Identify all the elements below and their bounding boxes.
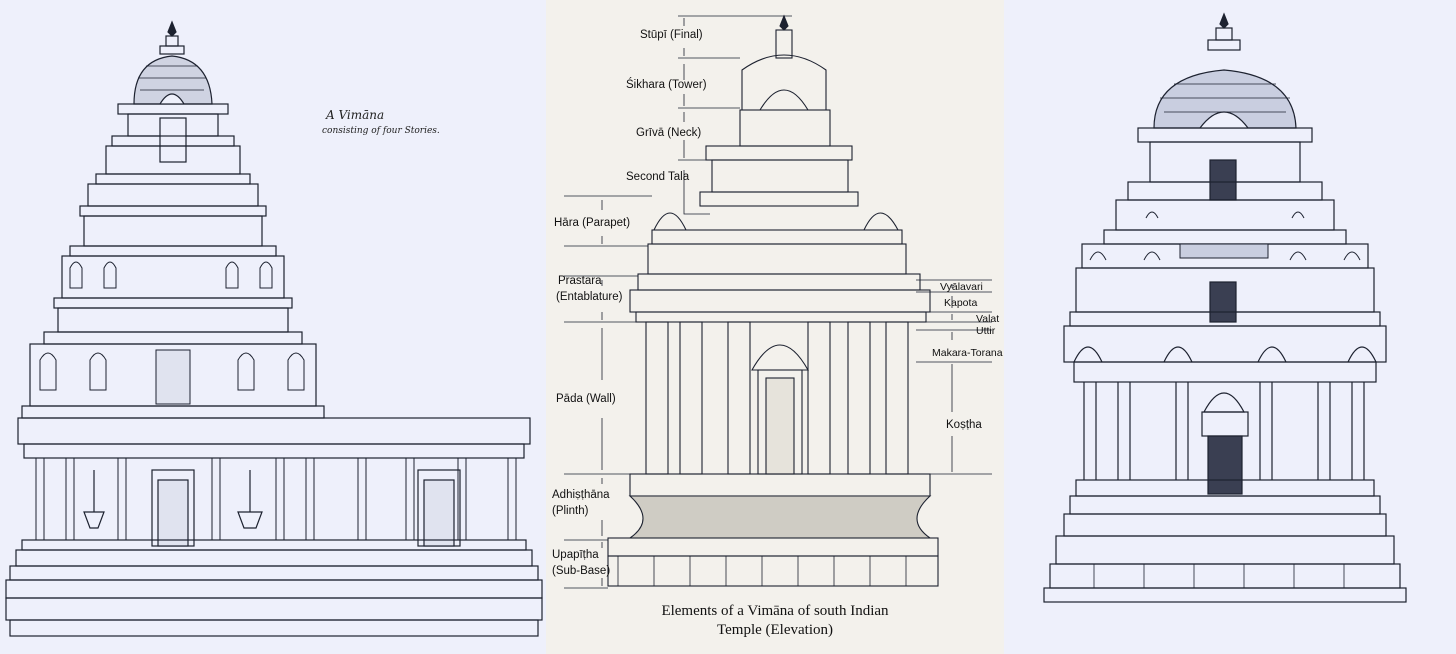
vimana-four-stories-drawing <box>5 20 543 637</box>
label-adhisthana: Adhiṣṭhāna <box>552 489 610 501</box>
caption-line-2: Temple (Elevation) <box>717 622 833 638</box>
label-hara: Hāra (Parapet) <box>554 217 630 229</box>
label-upapitha: Upapīṭha <box>552 549 599 561</box>
label-griva: Grīvā (Neck) <box>636 127 701 139</box>
label-second-tala: Second Tala <box>626 171 690 183</box>
figure-caption: Elements of a Vimāna of south Indian Tem… <box>546 602 1004 640</box>
label-kapota: Kapota <box>944 297 977 309</box>
left-subtitle: consisting of four Stories. <box>322 126 440 136</box>
labelled-elevation-drawing: Stūpī (Final) Śikhara (Tower) Grīvā (Nec… <box>552 14 1003 589</box>
label-kostha: Koṣṭha <box>946 419 982 431</box>
labelled-elevation-panel: Stūpī (Final) Śikhara (Tower) Grīvā (Nec… <box>546 0 1004 654</box>
vimana-elevation-drawing <box>1043 12 1407 603</box>
vimana-four-stories-panel: A Vimāna consisting of four Stories. <box>0 0 546 654</box>
vimana-elevation-panel <box>1004 0 1456 654</box>
label-valabhi: Valat <box>976 313 999 325</box>
label-stupi: Stūpī (Final) <box>640 29 703 41</box>
label-entablature: (Entablature) <box>556 291 623 303</box>
caption-line-1: Elements of a Vimāna of south Indian <box>661 603 889 619</box>
label-uttira: Uttir <box>976 325 996 337</box>
label-plinth: (Plinth) <box>552 505 589 517</box>
left-title: A Vimāna <box>326 108 385 122</box>
label-makara-torana: Makara-Torana <box>932 347 1003 359</box>
label-sikhara: Śikhara (Tower) <box>626 78 707 91</box>
label-sub-base: (Sub-Base) <box>552 565 610 577</box>
label-pada: Pāda (Wall) <box>556 393 616 405</box>
label-vyalavari: Vyālavari <box>940 281 983 293</box>
label-prastara: Prastara <box>558 275 602 287</box>
